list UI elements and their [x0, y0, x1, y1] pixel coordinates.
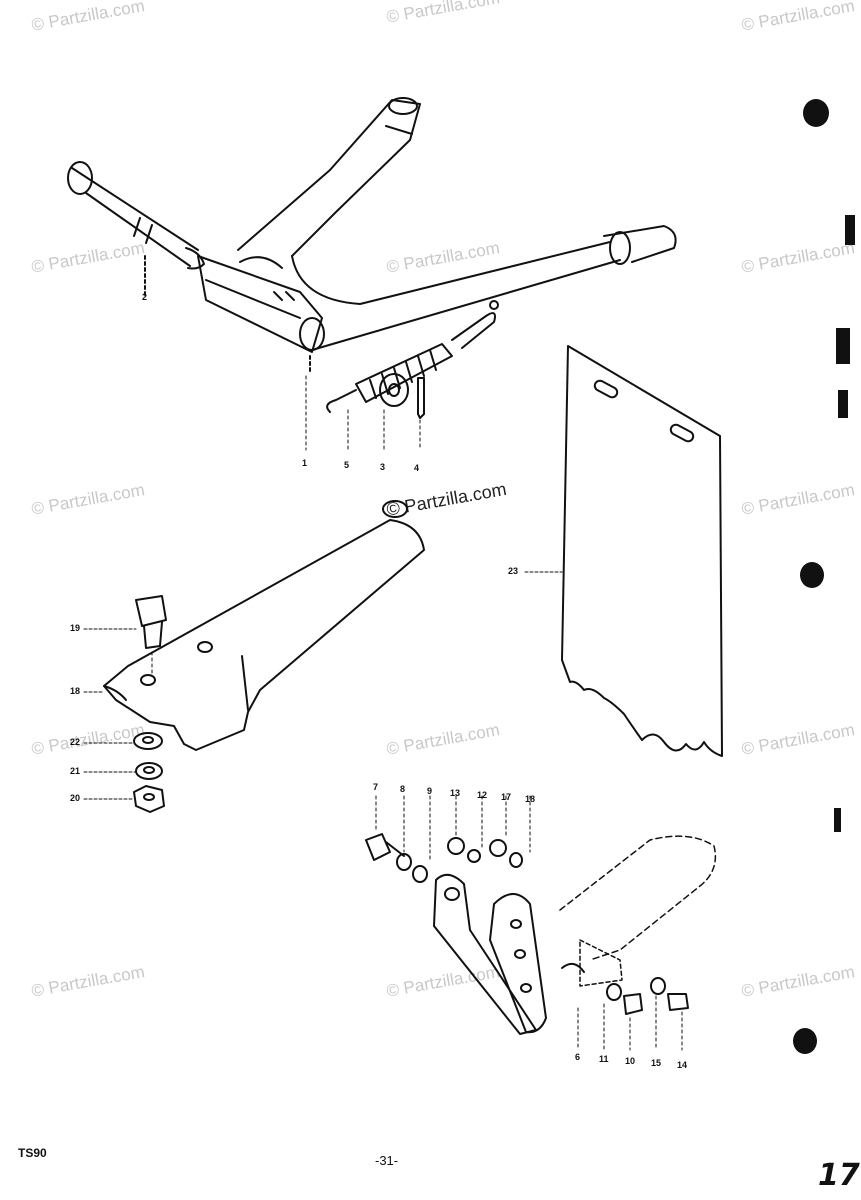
callout-18-top: 18 [525, 794, 536, 804]
binder-hole [800, 562, 824, 588]
edge-mark [845, 215, 855, 245]
callout-2: 2 [142, 292, 148, 302]
callout-22: 22 [70, 737, 81, 747]
footrest-bracket [365, 795, 717, 1051]
callout-5: 5 [344, 460, 350, 470]
model-code: TS90 [18, 1146, 47, 1160]
center-stand [67, 97, 677, 373]
callout-10: 10 [625, 1056, 636, 1066]
sheet-number: 17 [818, 1158, 860, 1193]
callout-15: 15 [651, 1058, 662, 1068]
callout-18: 18 [70, 686, 81, 696]
callout-4: 4 [414, 463, 420, 473]
callout-7: 7 [373, 782, 379, 792]
callout-14: 14 [677, 1060, 688, 1070]
page-number: -31- [375, 1153, 399, 1168]
edge-mark [836, 328, 850, 364]
callout-19: 19 [70, 623, 81, 633]
edge-mark [838, 390, 848, 418]
edge-mark [834, 808, 841, 832]
fender-bracket [83, 500, 425, 813]
binder-hole [793, 1028, 817, 1054]
callout-8: 8 [400, 784, 406, 794]
stand-spring-assembly [305, 300, 499, 451]
callout-23: 23 [508, 566, 519, 576]
callout-17: 17 [501, 792, 512, 802]
callout-20: 20 [70, 793, 81, 803]
callout-9: 9 [427, 786, 433, 796]
callout-21: 21 [70, 766, 81, 776]
callout-3: 3 [380, 462, 386, 472]
mud-flap [524, 345, 723, 757]
callout-6: 6 [575, 1052, 581, 1062]
callout-13: 13 [450, 788, 461, 798]
callout-12: 12 [477, 790, 488, 800]
callout-11: 11 [599, 1054, 609, 1064]
callout-1: 1 [302, 458, 308, 468]
binder-hole [803, 99, 829, 127]
